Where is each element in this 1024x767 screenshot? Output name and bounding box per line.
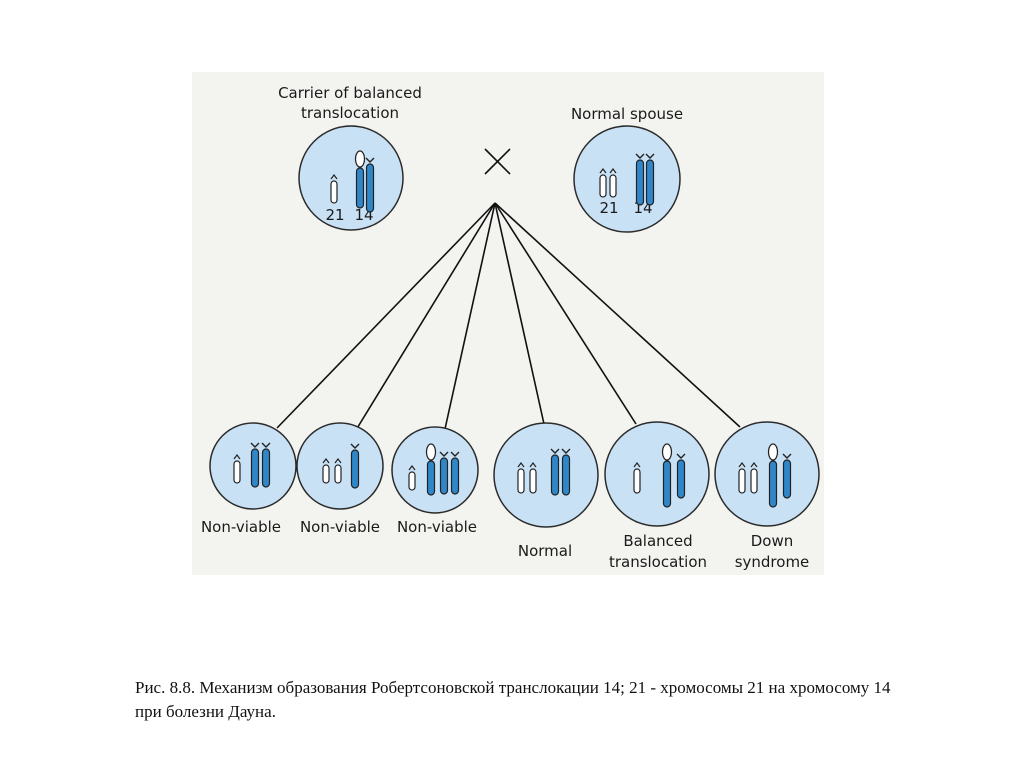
spouse-label: Normal spouse: [571, 105, 683, 123]
off4-chr21-a: [517, 462, 525, 494]
spouse-chr14-b: [645, 153, 655, 206]
off5-translocation-chr: [661, 443, 673, 508]
offspring-cell-5: Balanced translocation: [604, 421, 710, 571]
offspring-cell-4: Normal: [493, 422, 599, 560]
offspring-cell-6: Down syndrome: [714, 421, 820, 571]
off3-chr21: [408, 465, 416, 491]
carrier-translocation-chr: [354, 150, 366, 209]
spouse-chr14-a: [635, 153, 645, 206]
off4-chr21-b: [529, 462, 537, 494]
off5-chr14: [676, 453, 686, 499]
offspring-1-label: Non-viable: [201, 518, 281, 536]
offspring-5-label-line1: Balanced: [623, 532, 692, 550]
offspring-3-label: Non-viable: [397, 518, 477, 536]
off4-chr14-a: [550, 448, 560, 496]
offspring-4-label: Normal: [518, 542, 572, 560]
off6-chr14: [782, 453, 792, 499]
carrier-chr14: [365, 157, 375, 213]
spouse-chr21-b: [609, 168, 617, 198]
off1-chr14-a: [250, 442, 260, 488]
off6-chr21-a: [738, 462, 746, 494]
line-offspring-4: [494, 202, 545, 425]
off6-translocation-chr: [767, 443, 779, 508]
line-offspring-1: [276, 202, 496, 429]
spouse-num-21: 21: [599, 199, 618, 217]
offspring-5-label-line2: translocation: [609, 553, 707, 571]
spouse-chr21-a: [599, 168, 607, 198]
offspring-6-label-line1: Down: [751, 532, 794, 550]
carrier-cell: Carrier of balanced translocation 21 14: [278, 84, 422, 231]
off3-chr14-a: [439, 451, 449, 495]
off3-translocation-chr: [425, 443, 437, 496]
carrier-label-line2: translocation: [301, 104, 399, 122]
inheritance-lines: [276, 202, 741, 439]
cross-symbol: [484, 148, 511, 175]
off6-chr21-b: [750, 462, 758, 494]
off2-chr21-b: [334, 458, 342, 484]
off2-chr21-a: [322, 458, 330, 484]
offspring-6-label-line2: syndrome: [735, 553, 810, 571]
line-offspring-5: [494, 202, 637, 425]
off5-chr21: [633, 462, 641, 494]
carrier-num-21: 21: [325, 206, 344, 224]
off4-chr14-b: [561, 448, 571, 496]
spouse-cell: Normal spouse 21 14: [571, 105, 683, 233]
offspring-2-label: Non-viable: [300, 518, 380, 536]
offspring-cell-1: Non-viable: [201, 422, 297, 536]
carrier-chr21: [330, 174, 338, 204]
off1-chr21: [233, 454, 241, 484]
figure-caption: Рис. 8.8. Механизм образования Робертсон…: [135, 678, 891, 721]
line-offspring-3: [442, 202, 496, 439]
off2-chr14: [350, 443, 360, 489]
off1-chr14-b: [261, 442, 271, 488]
chromosomes: [233, 150, 792, 508]
off3-chr14-b: [450, 451, 460, 495]
line-offspring-6: [494, 202, 741, 428]
carrier-label-line1: Carrier of balanced: [278, 84, 422, 102]
line-offspring-2: [355, 202, 496, 431]
